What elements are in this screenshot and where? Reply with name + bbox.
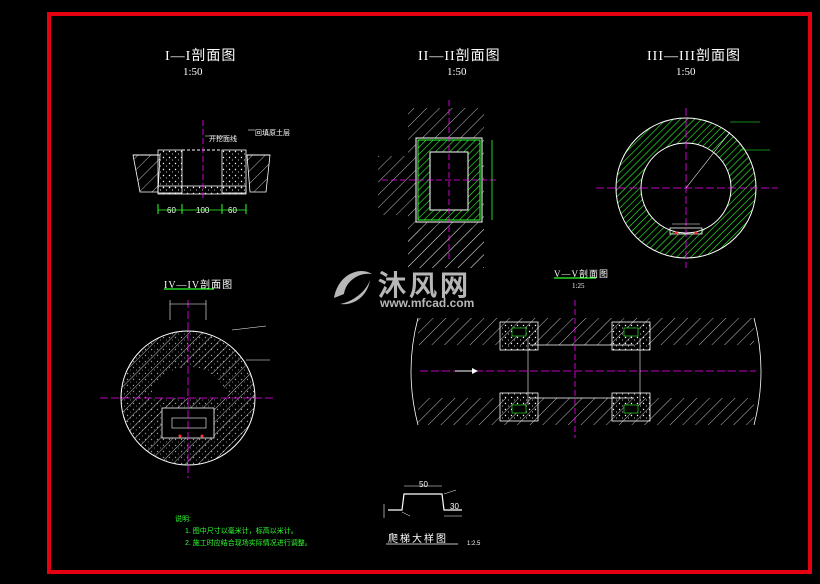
notes-line-1: 1. 图中尺寸以毫米计，标高以米计。 [185,528,298,535]
section-2-drawing [378,100,496,268]
section-5-drawing [410,277,762,438]
drawing-border [47,12,812,574]
section-3-scale: 1:50 [676,66,696,78]
section-5-scale: 1:25 [572,282,585,290]
notes-block: 说明: 1. 图中尺寸以毫米计，标高以米计。 2. 施工时应结合现场实际情况进行… [175,514,312,550]
ladder-detail-title: 爬梯大样图 [388,534,448,545]
section-3-drawing [596,108,778,268]
section-1-scale: 1:50 [183,66,203,78]
section-2-scale: 1:50 [447,66,467,78]
detail-dim-1: 50 [419,480,428,489]
watermark: 沐风网 www.mfcad.com [330,262,500,312]
watermark-brand: 沐风网 [378,269,472,302]
watermark-url: www.mfcad.com [380,296,475,310]
s1-label-1: 开挖面线 [209,136,237,143]
s1-dim-3: 60 [228,206,237,215]
section-4-drawing [100,288,276,478]
ladder-detail-scale: 1:2.5 [467,541,481,547]
notes-heading: 说明: [175,516,191,523]
notes-line-2: 2. 施工时应结合现场实际情况进行调整。 [185,540,312,547]
s1-dim-1: 60 [167,206,176,215]
mfcad-logo-icon [334,271,372,305]
detail-dim-2: 30 [450,502,459,511]
ladder-detail-drawing [383,485,462,545]
section-5-title: V—V剖面图 [554,269,609,279]
section-1-drawing [132,120,271,214]
section-1-title: I—I剖面图 [165,49,237,64]
section-2-title: II—II剖面图 [418,49,501,64]
s1-label-2: 回填原土层 [255,130,290,137]
s1-dim-2: 100 [196,206,210,215]
section-3-title: III—III剖面图 [647,49,741,64]
section-4-title: IV—IV剖面图 [164,280,234,291]
